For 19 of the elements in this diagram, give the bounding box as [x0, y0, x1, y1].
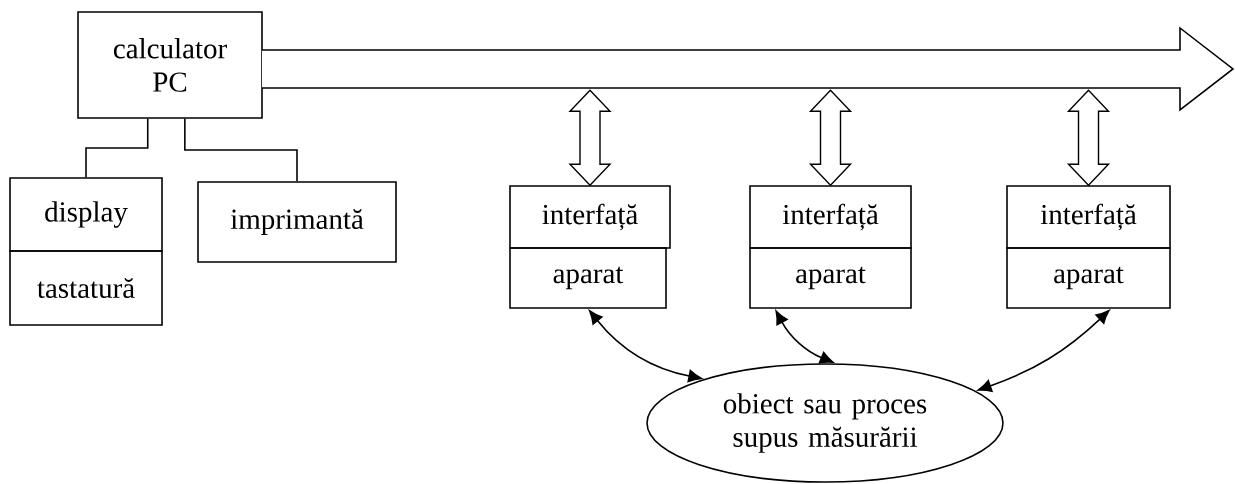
keyboard-box: tastatură	[9, 250, 163, 326]
computer-box: calculator PC	[77, 11, 263, 119]
device-box: aparat	[1006, 247, 1171, 309]
curved-arrow	[977, 309, 1110, 392]
interface-box: interfață	[1006, 185, 1171, 249]
double-block-arrow	[808, 89, 853, 187]
interface-box: interfață	[749, 185, 912, 249]
display-box: display	[9, 177, 163, 252]
connector-line	[85, 118, 149, 178]
bus-arrow	[261, 26, 1235, 112]
curved-arrow	[775, 310, 834, 364]
connector-line	[184, 118, 298, 182]
device-box: aparat	[509, 247, 667, 309]
double-block-arrow	[1066, 89, 1111, 187]
printer-box: imprimantă	[197, 181, 397, 263]
interface-box: interfață	[509, 185, 671, 249]
double-block-arrow	[568, 89, 612, 187]
curved-arrow	[588, 310, 703, 383]
device-box: aparat	[749, 247, 912, 309]
